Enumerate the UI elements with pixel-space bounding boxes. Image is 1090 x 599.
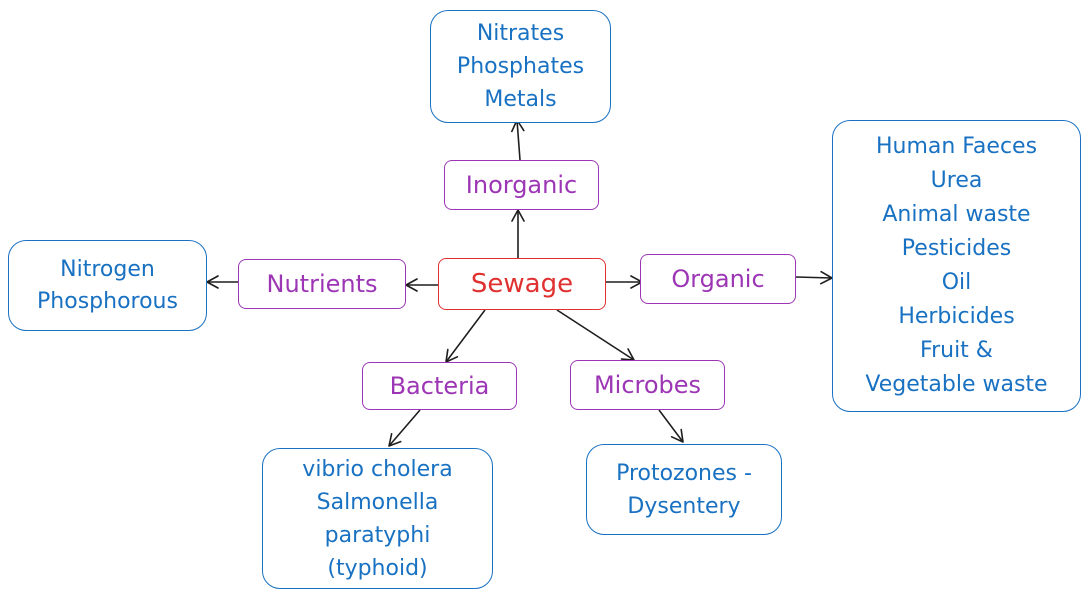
leaf-item: Phosphates — [456, 54, 585, 79]
organic-node: Organic — [640, 254, 796, 304]
inorganic-node: Inorganic — [444, 160, 599, 210]
leaf-item: Dysentery — [627, 493, 741, 519]
leaf-item: Pesticides — [901, 235, 1012, 261]
microbes-node: Microbes — [570, 360, 725, 410]
arrow-inorganic-to-top — [511, 119, 525, 161]
leaf-item: Herbicides — [898, 304, 1015, 330]
leaf-item: paratyphi — [324, 522, 431, 548]
leaf-item: Protozones - — [616, 460, 752, 486]
bacteria-label: Bacteria — [389, 372, 490, 400]
nutrients-node: Nutrients — [238, 259, 406, 309]
microbes-label: Microbes — [593, 371, 702, 399]
leaf-item: Nitrogen — [60, 256, 155, 282]
leaf-item: Urea — [930, 167, 983, 193]
leaf-item: Oil — [941, 270, 972, 295]
leaf-item: Vegetable waste — [865, 372, 1048, 398]
leaf-item: Human Faeces — [875, 133, 1038, 159]
arrow-microbes-to-bottom — [658, 409, 684, 443]
arrow-sewage-to-microbes — [556, 309, 635, 361]
inorganic-label: Inorganic — [465, 171, 578, 199]
leaf-item: vibrio cholera — [302, 456, 453, 482]
leaf-item: Phosphorous — [37, 288, 178, 314]
nutrients-label: Nutrients — [266, 270, 378, 298]
leaf-item: Fruit & — [920, 338, 993, 364]
leaf-item: Nitrates — [476, 21, 565, 46]
organic-label: Organic — [671, 265, 765, 293]
leaf-item: Animal waste — [882, 201, 1031, 227]
arrow-bacteria-to-bottom — [388, 409, 421, 447]
organic-examples-box: Human Faeces Urea Animal waste Pesticide… — [832, 120, 1081, 412]
leaf-item: (typhoid) — [327, 555, 428, 581]
bacteria-examples-box: vibrio cholera Salmonella paratyphi (typ… — [262, 448, 493, 589]
sewage-node: Sewage — [438, 258, 606, 310]
leaf-item: Metals — [484, 87, 557, 112]
bacteria-node: Bacteria — [362, 362, 517, 410]
microbes-examples-box: Protozones - Dysentery — [586, 444, 782, 535]
inorganic-examples-box: Nitrates Phosphates Metals — [430, 10, 611, 123]
nutrients-examples-box: Nitrogen Phosphorous — [8, 240, 207, 331]
leaf-item: Salmonella — [316, 489, 439, 515]
arrow-sewage-to-bacteria — [445, 309, 486, 363]
sewage-label: Sewage — [470, 269, 574, 299]
arrow-organic-to-right — [795, 270, 833, 285]
